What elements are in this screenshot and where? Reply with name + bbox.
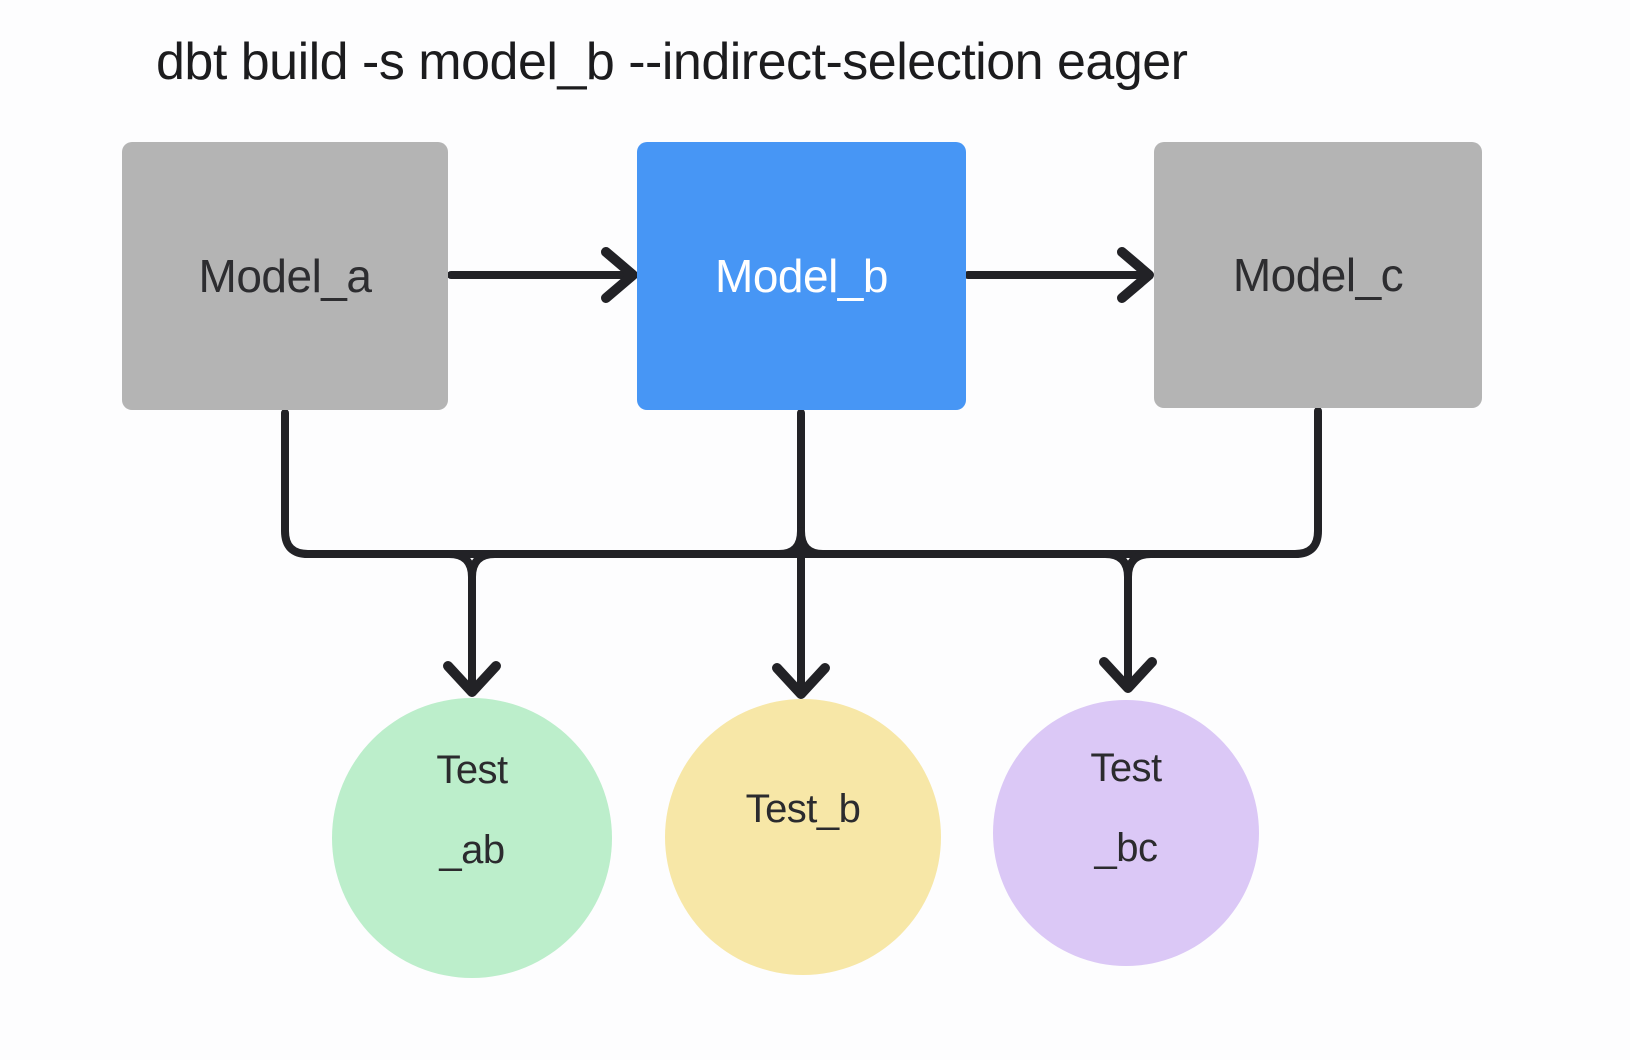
node-model-c: Model_c: [1154, 142, 1482, 408]
node-model-a: Model_a: [122, 142, 448, 410]
node-test-ab-label-line-2: _ab: [439, 828, 505, 872]
node-test-ab-label-line-1: Test: [436, 748, 508, 792]
edge-model-b-model-c: [964, 247, 1154, 303]
node-test-b-label: Test_b: [745, 787, 861, 831]
node-model-c-label: Model_c: [1232, 249, 1404, 301]
edge-model-b-to-test-b: [772, 409, 830, 699]
node-model-b-label: Model_b: [715, 250, 888, 302]
node-test-bc: Test _bc: [993, 700, 1259, 966]
node-model-b: Model_b: [637, 142, 966, 410]
edge-to-test-ab: [443, 550, 501, 697]
node-model-a-label: Model_a: [198, 250, 372, 302]
diagram-title: dbt build -s model_b --indirect-selectio…: [156, 33, 1188, 91]
node-test-ab: Test _ab: [332, 698, 612, 978]
node-test-b: Test_b: [665, 699, 941, 975]
edge-to-test-bc: [1099, 550, 1157, 693]
node-test-bc-label-line-1: Test: [1090, 746, 1162, 790]
node-test-bc-label-line-2: _bc: [1094, 826, 1159, 870]
edge-model-a-model-b: [447, 247, 638, 303]
